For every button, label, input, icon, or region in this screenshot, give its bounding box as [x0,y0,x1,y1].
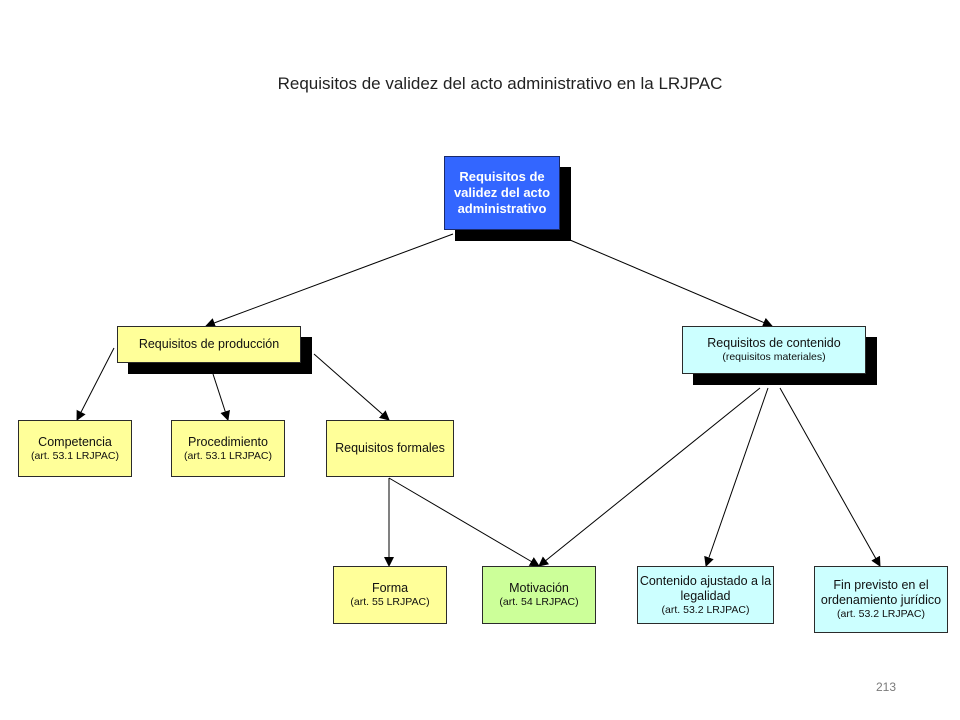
node-motivacion-sublabel: (art. 54 LRJPAC) [499,596,579,609]
node-contenido-legalidad-label: Contenido ajustado a la legalidad [639,573,772,603]
node-requisitos-produccion: Requisitos de producción [117,326,301,363]
arrow-produccion-to-formales [313,353,390,421]
node-fin-previsto: Fin previsto en el ordenamiento jurídico… [814,566,948,633]
node-procedimiento-sublabel: (art. 53.1 LRJPAC) [184,449,272,462]
node-requisitos-contenido-sublabel: (requisitos materiales) [722,351,826,364]
node-forma-label: Forma [371,581,409,596]
arrow-contenido-to-motivacion [538,387,761,567]
node-motivacion-label: Motivación [509,581,569,596]
node-requisitos-contenido-label: Requisitos de contenido [707,336,841,351]
node-requisitos-formales-label: Requisitos formales [335,441,445,455]
node-requisitos-contenido: Requisitos de contenido (requisitos mate… [682,326,866,374]
node-contenido-legalidad-sublabel: (art. 53.2 LRJPAC) [661,603,750,616]
arrow-produccion-to-competencia [76,347,115,421]
node-forma-sublabel: (art. 55 LRJPAC) [350,596,430,609]
node-contenido-legalidad: Contenido ajustado a la legalidad (art. … [637,566,774,624]
node-requisitos-formales: Requisitos formales [326,420,454,477]
node-motivacion: Motivación (art. 54 LRJPAC) [482,566,596,624]
arrow-contenido-to-legalidad [704,387,769,567]
node-requisitos-produccion-label: Requisitos de producción [138,337,280,351]
arrow-formales-to-motivacion [388,477,540,567]
page-number: 213 [876,680,897,694]
node-forma: Forma (art. 55 LRJPAC) [333,566,447,624]
node-competencia-label: Competencia [38,434,112,449]
node-competencia: Competencia (art. 53.1 LRJPAC) [18,420,132,477]
node-procedimiento-label: Procedimiento [188,434,268,449]
node-fin-previsto-sublabel: (art. 53.2 LRJPAC) [837,608,925,621]
arrow-produccion-to-procedimiento [212,373,230,421]
node-requisitos-validez-label: Requisitos de validez del acto administr… [453,168,551,217]
arrow-root-to-contenido [569,239,773,328]
node-procedimiento: Procedimiento (art. 53.1 LRJPAC) [171,420,285,477]
node-fin-previsto-label: Fin previsto en el ordenamiento jurídico [820,578,942,608]
node-competencia-sublabel: (art. 53.1 LRJPAC) [31,449,119,462]
arrow-root-to-produccion [205,233,454,328]
diagram-title: Requisitos de validez del acto administr… [277,74,723,93]
arrow-contenido-to-fin [779,387,881,567]
node-requisitos-validez: Requisitos de validez del acto administr… [444,156,560,230]
